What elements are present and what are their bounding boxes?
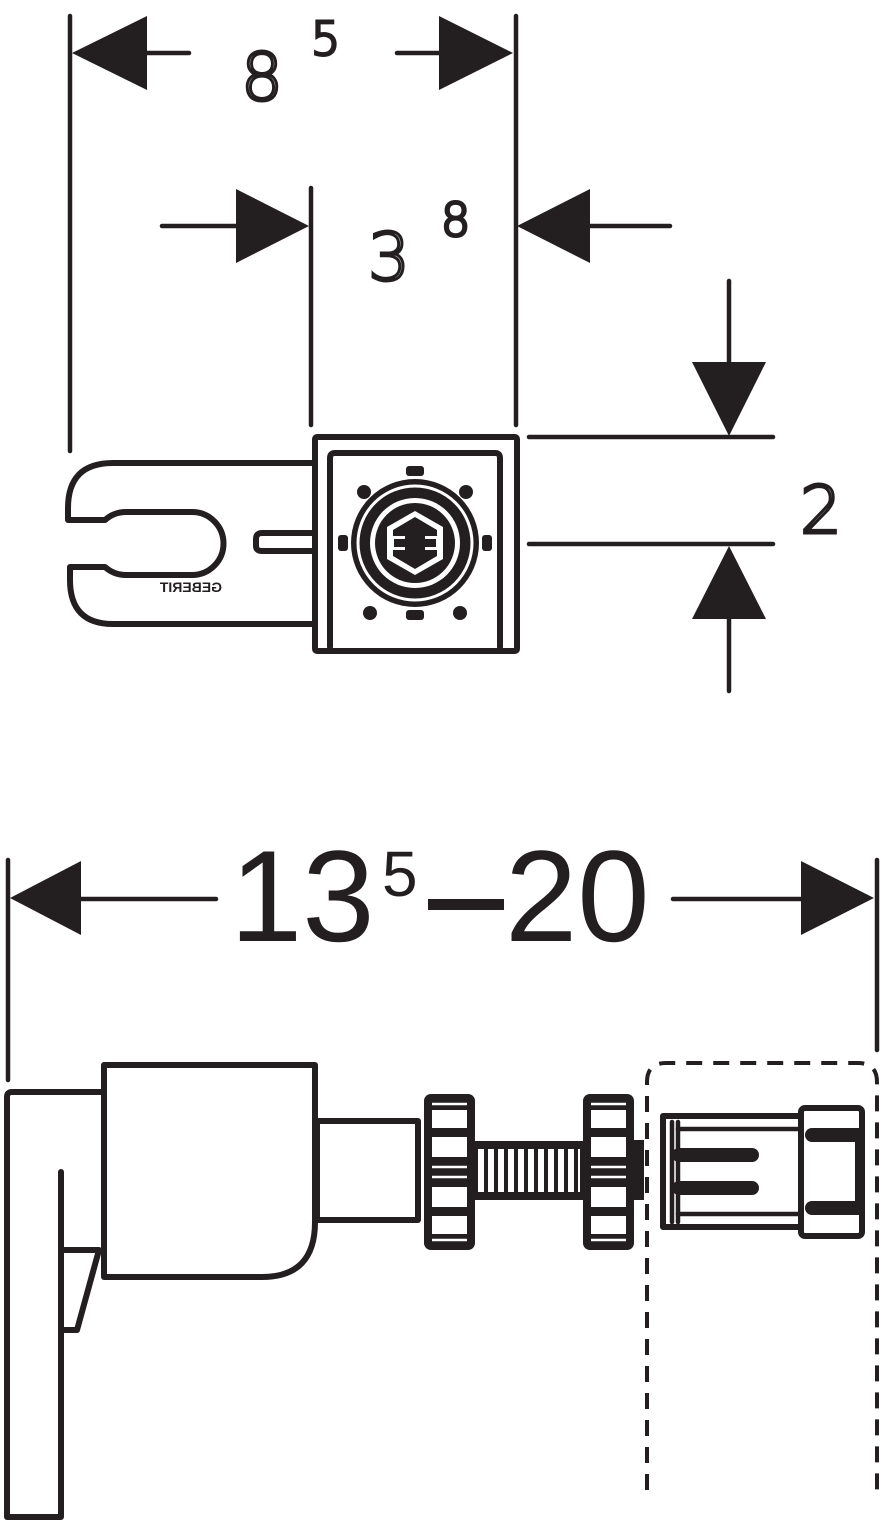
dimension-label-main: 8 <box>241 39 283 116</box>
dimension-length: 13 5 20 <box>5 823 880 1083</box>
optional-extension-dashed-outline <box>645 1061 879 1490</box>
arrowhead-right <box>439 16 513 90</box>
union-nut-right <box>583 1094 644 1250</box>
dimension-label-main: 3 <box>368 219 410 296</box>
bracket-top-view: GEBERIT <box>65 434 520 654</box>
arrowhead-right <box>801 861 874 935</box>
dimension-inner-width: 3 8 <box>159 185 673 428</box>
union-nut-left <box>424 1094 475 1250</box>
dimension-height: 2 <box>526 278 844 694</box>
arrowhead-up <box>692 546 766 619</box>
valve-knob <box>338 466 492 620</box>
dimension-label-superscript: 5 <box>311 12 340 66</box>
range-dash <box>428 899 504 910</box>
bracket-side-view <box>4 1062 421 1520</box>
threaded-spindle <box>474 1141 584 1200</box>
arrowhead-left <box>10 861 81 935</box>
logo-mirrored: GEBERIT <box>159 579 222 595</box>
dimension-label-range-end: 20 <box>505 823 650 969</box>
dimension-outer-width: 8 5 <box>67 11 519 454</box>
dimension-label-main: 13 <box>230 823 375 969</box>
arrowhead-down <box>692 362 766 436</box>
arrowhead-left <box>517 189 590 263</box>
dimension-label-superscript: 8 <box>441 193 470 247</box>
dimension-label-main: 2 <box>800 472 842 549</box>
arrowhead-left <box>72 16 147 90</box>
connector-fitting <box>660 1105 865 1239</box>
arrowhead-right <box>236 189 309 263</box>
dimension-label-superscript: 5 <box>382 838 418 910</box>
